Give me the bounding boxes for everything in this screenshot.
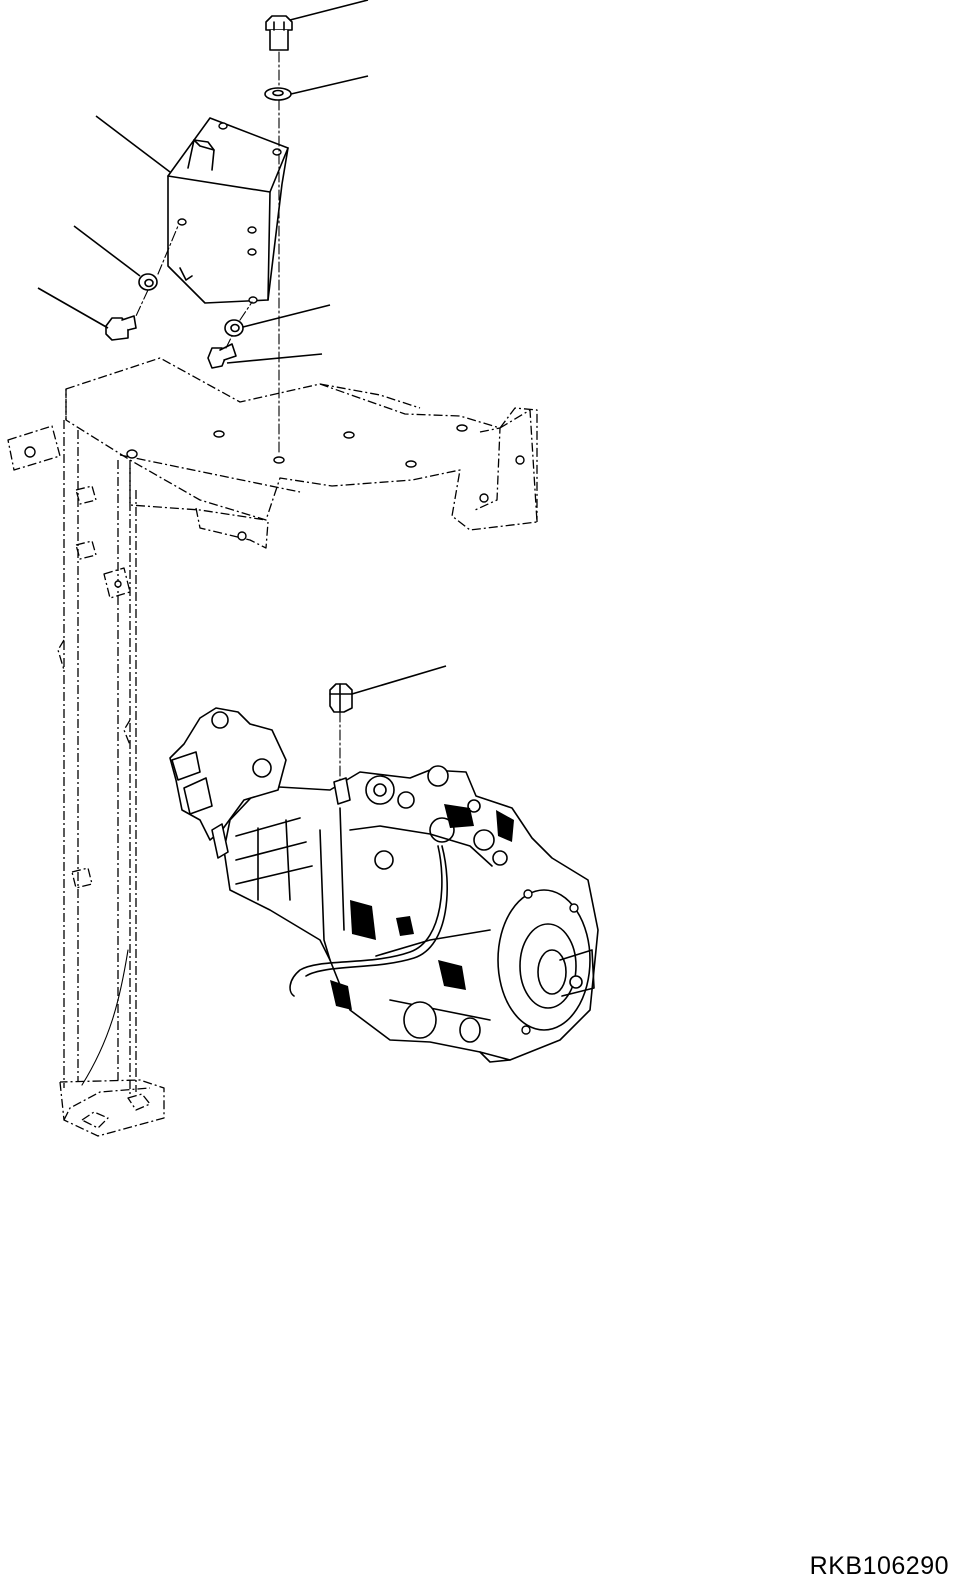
- plug-icon: [329, 683, 353, 713]
- bolt-icon: [207, 343, 237, 369]
- washer-icon: [224, 319, 244, 337]
- bolt-icon: [265, 15, 293, 51]
- hydraulic-pump: [169, 707, 599, 1063]
- leader-lines: [37, 0, 447, 695]
- drawing-reference-code: RKB106290: [809, 1552, 949, 1580]
- washer-icon: [138, 273, 158, 291]
- bolt-icon: [105, 315, 137, 341]
- vehicle-frame: [7, 357, 538, 1137]
- washer-icon: [264, 87, 292, 101]
- mounting-bracket: [167, 117, 289, 304]
